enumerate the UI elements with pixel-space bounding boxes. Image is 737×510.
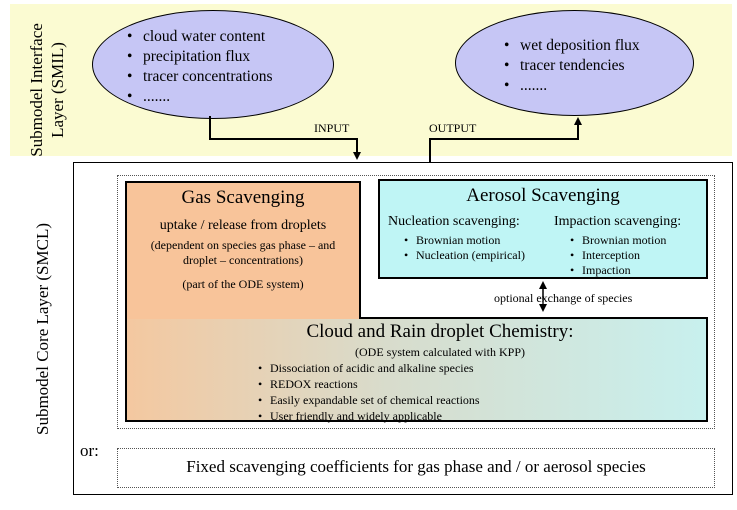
gas-note: (part of the ODE system) (182, 277, 304, 291)
gas-upper-fill (127, 183, 359, 319)
output-arrow (429, 117, 582, 162)
nucleation-item: Brownian motion (404, 233, 525, 248)
output-item: ....... (504, 76, 640, 96)
input-label: INPUT (314, 121, 350, 135)
output-ellipse: wet deposition flux tracer tendencies ..… (455, 10, 694, 116)
fixed-dotted-frame (117, 448, 715, 488)
output-label: OUTPUT (429, 121, 477, 135)
exchange-label: optional exchange of species (492, 291, 635, 306)
gas-detail-line2: droplet – concentrations) (183, 253, 303, 267)
impaction-title: Impaction scavenging: (554, 214, 682, 229)
chemistry-item: User friendly and widely applicable (258, 408, 480, 424)
fixed-scavenging-label: Fixed scavenging coefficients for gas ph… (186, 457, 646, 476)
impaction-item: Impaction (570, 263, 666, 278)
input-item: tracer concentrations (127, 67, 273, 87)
nucleation-title: Nucleation scavenging: (388, 214, 520, 229)
chemistry-item: Easily expandable set of chemical reacti… (258, 392, 480, 408)
chemistry-title: Cloud and Rain droplet Chemistry: (306, 321, 574, 342)
nucleation-item: Nucleation (empirical) (404, 248, 525, 263)
input-ellipse: cloud water content precipitation flux t… (92, 10, 334, 119)
input-item: ....... (127, 87, 273, 107)
scavenging-dotted-frame (117, 175, 715, 429)
chemistry-list: Dissociation of acidic and alkaline spec… (258, 360, 480, 424)
chem-top-border (359, 317, 708, 319)
impaction-item: Brownian motion (570, 233, 666, 248)
nucleation-list: Brownian motion Nucleation (empirical) (404, 233, 525, 263)
input-item: precipitation flux (127, 47, 273, 67)
output-list: wet deposition flux tracer tendencies ..… (504, 36, 640, 96)
input-arrow (209, 116, 361, 160)
output-item: tracer tendencies (504, 56, 640, 76)
impaction-item: Interception (570, 248, 666, 263)
chemistry-subtitle: (ODE system calculated with KPP) (355, 345, 525, 359)
gas-subtitle: uptake / release from droplets (159, 218, 327, 233)
input-list: cloud water content precipitation flux t… (127, 27, 273, 107)
chemistry-item: REDOX reactions (258, 376, 480, 392)
gas-title: Gas Scavenging (181, 187, 305, 208)
input-item: cloud water content (127, 27, 273, 47)
impaction-list: Brownian motion Interception Impaction (570, 233, 666, 278)
aerosol-title: Aerosol Scavenging (466, 185, 620, 206)
output-item: wet deposition flux (504, 36, 640, 56)
gas-detail-line1: (dependent on species gas phase – and (150, 238, 336, 252)
chemistry-item: Dissociation of acidic and alkaline spec… (258, 360, 480, 376)
or-label: or: (80, 441, 99, 460)
